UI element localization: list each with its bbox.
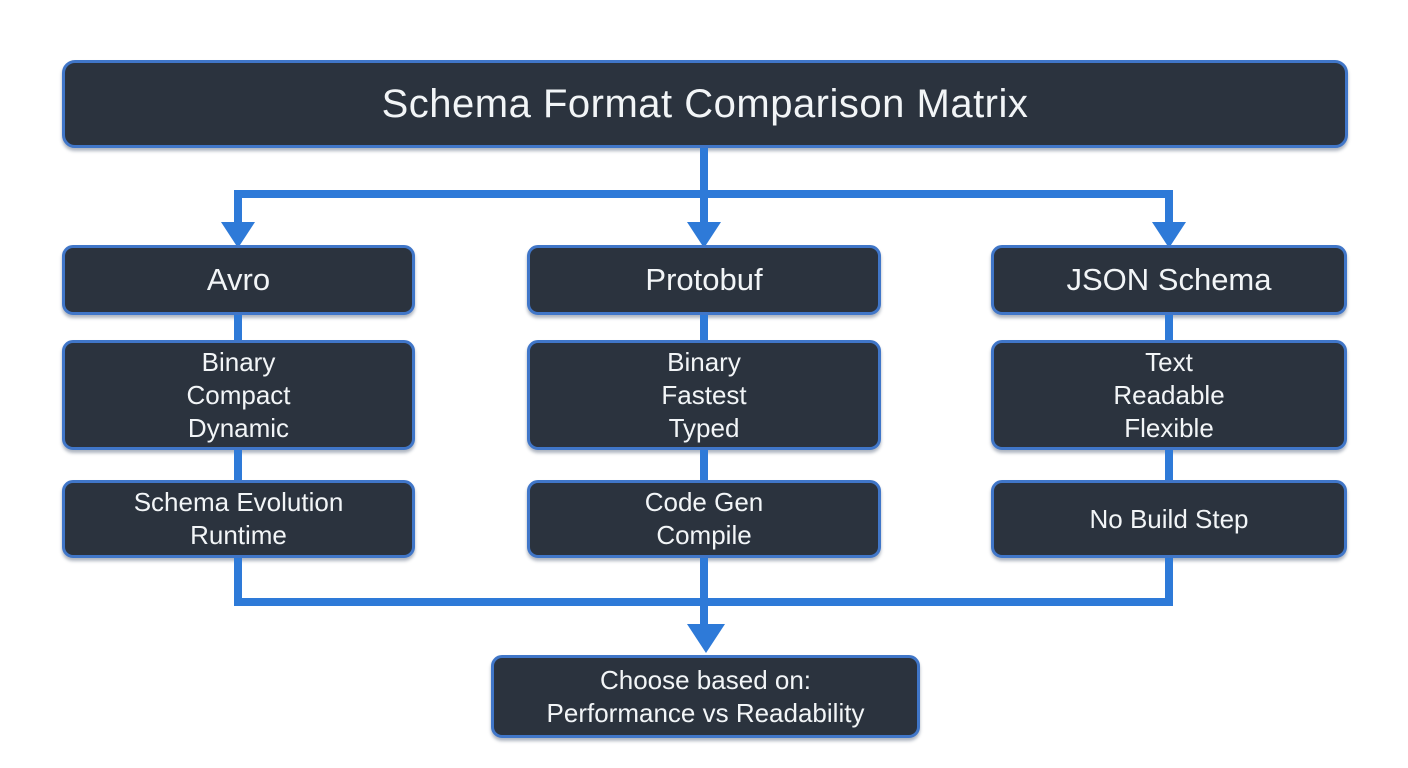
json-schema-header-box: JSON Schema bbox=[991, 245, 1347, 315]
connector-json-1 bbox=[1165, 315, 1173, 340]
feature-line: Fastest bbox=[661, 379, 747, 410]
protobuf-header-label: Protobuf bbox=[645, 262, 763, 297]
feature-line: Compact bbox=[186, 379, 291, 410]
protobuf-header-box: Protobuf bbox=[527, 245, 881, 315]
connector-json-2 bbox=[1165, 450, 1173, 480]
connector-bottom-center-drop bbox=[700, 558, 708, 626]
avro-header-box: Avro bbox=[62, 245, 415, 315]
protobuf-features-box: Binary Fastest Typed bbox=[527, 340, 881, 450]
feature-line: Typed bbox=[668, 412, 740, 443]
arrow-down-left-icon bbox=[221, 222, 255, 248]
connector-bottom-horizontal bbox=[234, 598, 1173, 606]
feature-line: Binary bbox=[201, 346, 276, 377]
connector-avro-1 bbox=[234, 315, 242, 340]
detail-line: Code Gen bbox=[644, 487, 764, 517]
arrow-down-right-icon bbox=[1152, 222, 1186, 248]
json-schema-detail-box: No Build Step bbox=[991, 480, 1347, 558]
detail-line: No Build Step bbox=[1089, 503, 1249, 534]
feature-line: Dynamic bbox=[187, 412, 290, 443]
json-schema-header-label: JSON Schema bbox=[1066, 262, 1272, 297]
connector-protobuf-1 bbox=[700, 315, 708, 340]
feature-line: Binary bbox=[667, 346, 741, 377]
connector-avro-2 bbox=[234, 450, 242, 480]
connector-protobuf-2 bbox=[700, 450, 708, 480]
connector-bottom-right-rise bbox=[1165, 558, 1173, 604]
avro-detail-box: Schema Evolution Runtime bbox=[62, 480, 415, 558]
page-title: Schema Format Comparison Matrix bbox=[381, 81, 1029, 126]
detail-line: Schema Evolution bbox=[133, 487, 344, 517]
conclusion-line: Performance vs Readability bbox=[546, 697, 865, 728]
avro-header-label: Avro bbox=[206, 262, 271, 297]
connector-title-drop bbox=[700, 148, 708, 224]
connector-bottom-left-rise bbox=[234, 558, 242, 604]
arrow-down-center-icon bbox=[687, 222, 721, 248]
title-box: Schema Format Comparison Matrix bbox=[62, 60, 1348, 148]
conclusion-line: Choose based on: bbox=[599, 664, 812, 695]
conclusion-box: Choose based on: Performance vs Readabil… bbox=[491, 655, 920, 738]
feature-line: Text bbox=[1145, 346, 1193, 377]
feature-line: Flexible bbox=[1124, 412, 1214, 443]
avro-features-box: Binary Compact Dynamic bbox=[62, 340, 415, 450]
feature-line: Readable bbox=[1113, 379, 1225, 410]
detail-line: Runtime bbox=[190, 520, 287, 550]
protobuf-detail-box: Code Gen Compile bbox=[527, 480, 881, 558]
connector-top-left-drop bbox=[234, 198, 242, 224]
arrow-down-conclusion-icon bbox=[687, 624, 725, 653]
connector-top-horizontal bbox=[234, 190, 1173, 198]
connector-top-right-drop bbox=[1165, 198, 1173, 224]
detail-line: Compile bbox=[656, 520, 752, 550]
json-schema-features-box: Text Readable Flexible bbox=[991, 340, 1347, 450]
